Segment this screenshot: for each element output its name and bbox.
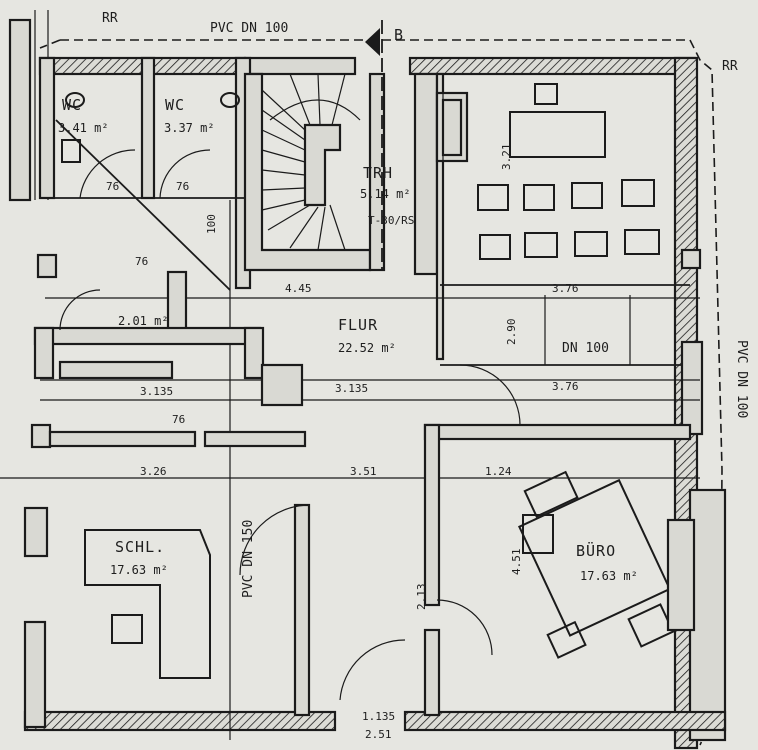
flur-name: FLUR [338, 316, 378, 334]
right-pillar-2 [680, 340, 704, 436]
wc2-name: WC [165, 96, 185, 114]
wc1-name: WC [62, 96, 82, 114]
dim-290: 2.90 [505, 319, 518, 346]
dim-76-a: 76 [106, 180, 119, 193]
svg-text:B: B [394, 26, 404, 44]
trh-right-wall [368, 72, 386, 272]
corridor-wall-left [30, 423, 52, 449]
right-pillar [680, 248, 702, 270]
left-wall-strip [8, 18, 32, 202]
buro-left-wall-b [423, 628, 441, 717]
tr-room-left-wall-b [441, 98, 463, 157]
dim-251: 2.51 [365, 728, 392, 741]
dim-451: 4.51 [510, 549, 523, 576]
sink-icon [61, 139, 81, 163]
dim-326: 3.26 [140, 465, 167, 478]
toilet-icon-1 [65, 92, 85, 108]
dim-213: 2.13 [415, 584, 428, 611]
top-wall-mid [243, 56, 357, 76]
schlaf-right-wall [293, 503, 311, 717]
flur-area: 22.52 m² [338, 341, 396, 355]
trh-name: TRH [363, 164, 393, 182]
dim-100: 100 [205, 214, 218, 234]
dim-124: 1.24 [485, 465, 512, 478]
dim-76-d: 76 [172, 413, 185, 426]
section-marker: B [365, 20, 404, 270]
stair-core [303, 123, 342, 207]
pipe-right-label: PVC DN 100 [734, 340, 749, 418]
dim-3135-a: 3.135 [140, 385, 173, 398]
dim-3135-b: 3.135 [335, 382, 368, 395]
toilet-icon-2 [220, 92, 240, 108]
dim-376-a: 3.76 [552, 282, 579, 295]
buro-door [436, 599, 493, 656]
pipe-dn100-middle: DN 100 [562, 341, 609, 356]
dim-76-b: 76 [176, 180, 189, 193]
small-room-door [59, 289, 101, 331]
corridor-pillar [260, 363, 304, 407]
shaft-wall [413, 72, 439, 276]
buro-area: 17.63 m² [580, 569, 638, 583]
rr-left: RR [102, 11, 118, 26]
stair-treads [261, 73, 346, 251]
wc1-left-wall [38, 56, 56, 200]
dim-321: 3.21 [500, 144, 513, 171]
buro-name: BÜRO [576, 541, 616, 560]
bed [84, 529, 211, 679]
corridor-door [459, 364, 521, 426]
dim-376-b: 3.76 [552, 380, 579, 393]
small-room-wall-1 [36, 253, 58, 279]
small-area: 2.01 m² [118, 314, 169, 328]
small-room-wall-3 [33, 326, 262, 346]
pipe-route-left [39, 39, 61, 49]
small-room-wall-4 [33, 326, 55, 380]
entry-door [339, 639, 406, 701]
left-wall-stub [23, 506, 49, 558]
dim-445: 4.45 [285, 282, 312, 295]
pipe-top-label: PVC DN 100 [210, 21, 288, 36]
board-table [509, 111, 606, 158]
dim-351: 3.51 [350, 465, 377, 478]
wc1-door-arc [79, 149, 136, 199]
chairs-row-2 [479, 229, 660, 260]
schlaf-area: 17.63 m² [110, 563, 168, 577]
office-chair-left [522, 514, 554, 554]
bottom-wall-left [23, 710, 337, 732]
small-room-wall-5 [243, 326, 265, 380]
office-cabinet [666, 518, 696, 632]
pipe-route-outline [60, 39, 723, 746]
nightstand [111, 614, 143, 644]
trh-door-rating: T-30/RS [368, 214, 414, 227]
projector-icon [534, 83, 558, 105]
top-wall-right [408, 56, 697, 76]
rr-right: RR [722, 59, 738, 74]
schlaf-door [239, 504, 311, 576]
wc-diagonal [55, 119, 231, 291]
dim-76-c: 76 [135, 255, 148, 268]
schlaf-name: SCHL. [115, 538, 165, 556]
corridor-wall-mid [48, 430, 197, 448]
chairs-row-1 [477, 179, 655, 211]
bottom-wall-right [403, 710, 727, 732]
wc1-area: 3.41 m² [58, 121, 109, 135]
buro-left-wall [423, 423, 441, 607]
wc-divider-wall [140, 56, 156, 200]
small-room-wall-2 [166, 270, 188, 334]
wc2-area: 3.37 m² [164, 121, 215, 135]
corridor-wall-mid2 [203, 430, 307, 448]
dim-1135: 1.135 [362, 710, 395, 723]
pipe-dn150: PVC DN 150 [241, 520, 256, 598]
wc2-door-arc [159, 149, 211, 199]
stair-curve [269, 99, 361, 121]
left-wall-bottom [23, 620, 47, 729]
office-desk [517, 470, 675, 659]
right-outer-wall-inner [688, 488, 727, 742]
buro-top-wall [423, 423, 692, 441]
trh-area: 5.14 m² [360, 187, 411, 201]
shaft-box [58, 360, 174, 380]
